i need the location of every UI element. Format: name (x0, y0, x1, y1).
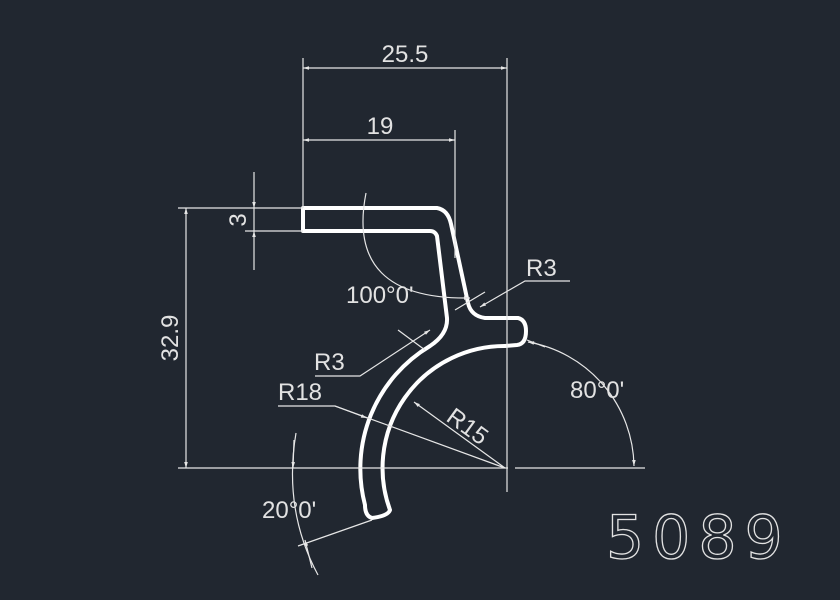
leader-radius-inner (315, 329, 431, 377)
angle-arc-top (362, 192, 471, 300)
dim-height: 32.9 (157, 315, 184, 362)
dim-top-width: 19 (367, 113, 394, 140)
part-number: 5089 (606, 503, 791, 573)
dim-overall-width: 25.5 (382, 41, 429, 68)
dim-radius-inner: R3 (314, 349, 345, 376)
dim-radius-top: R3 (526, 255, 557, 282)
dim-angle-top: 100°0' (346, 282, 414, 309)
dim-angle-bottom: 20°0' (262, 497, 316, 524)
dim-thickness: 3 (225, 213, 252, 226)
angle-arc-right (527, 341, 636, 467)
dim-radius-inner-arc: R15 (441, 403, 492, 451)
dim-angle-right: 80°0' (570, 377, 624, 404)
leader-radius-inner-arc (413, 401, 506, 469)
dim-radius-outer: R18 (278, 379, 322, 406)
extension-lines (178, 58, 645, 492)
leader-radius-top (479, 280, 570, 308)
